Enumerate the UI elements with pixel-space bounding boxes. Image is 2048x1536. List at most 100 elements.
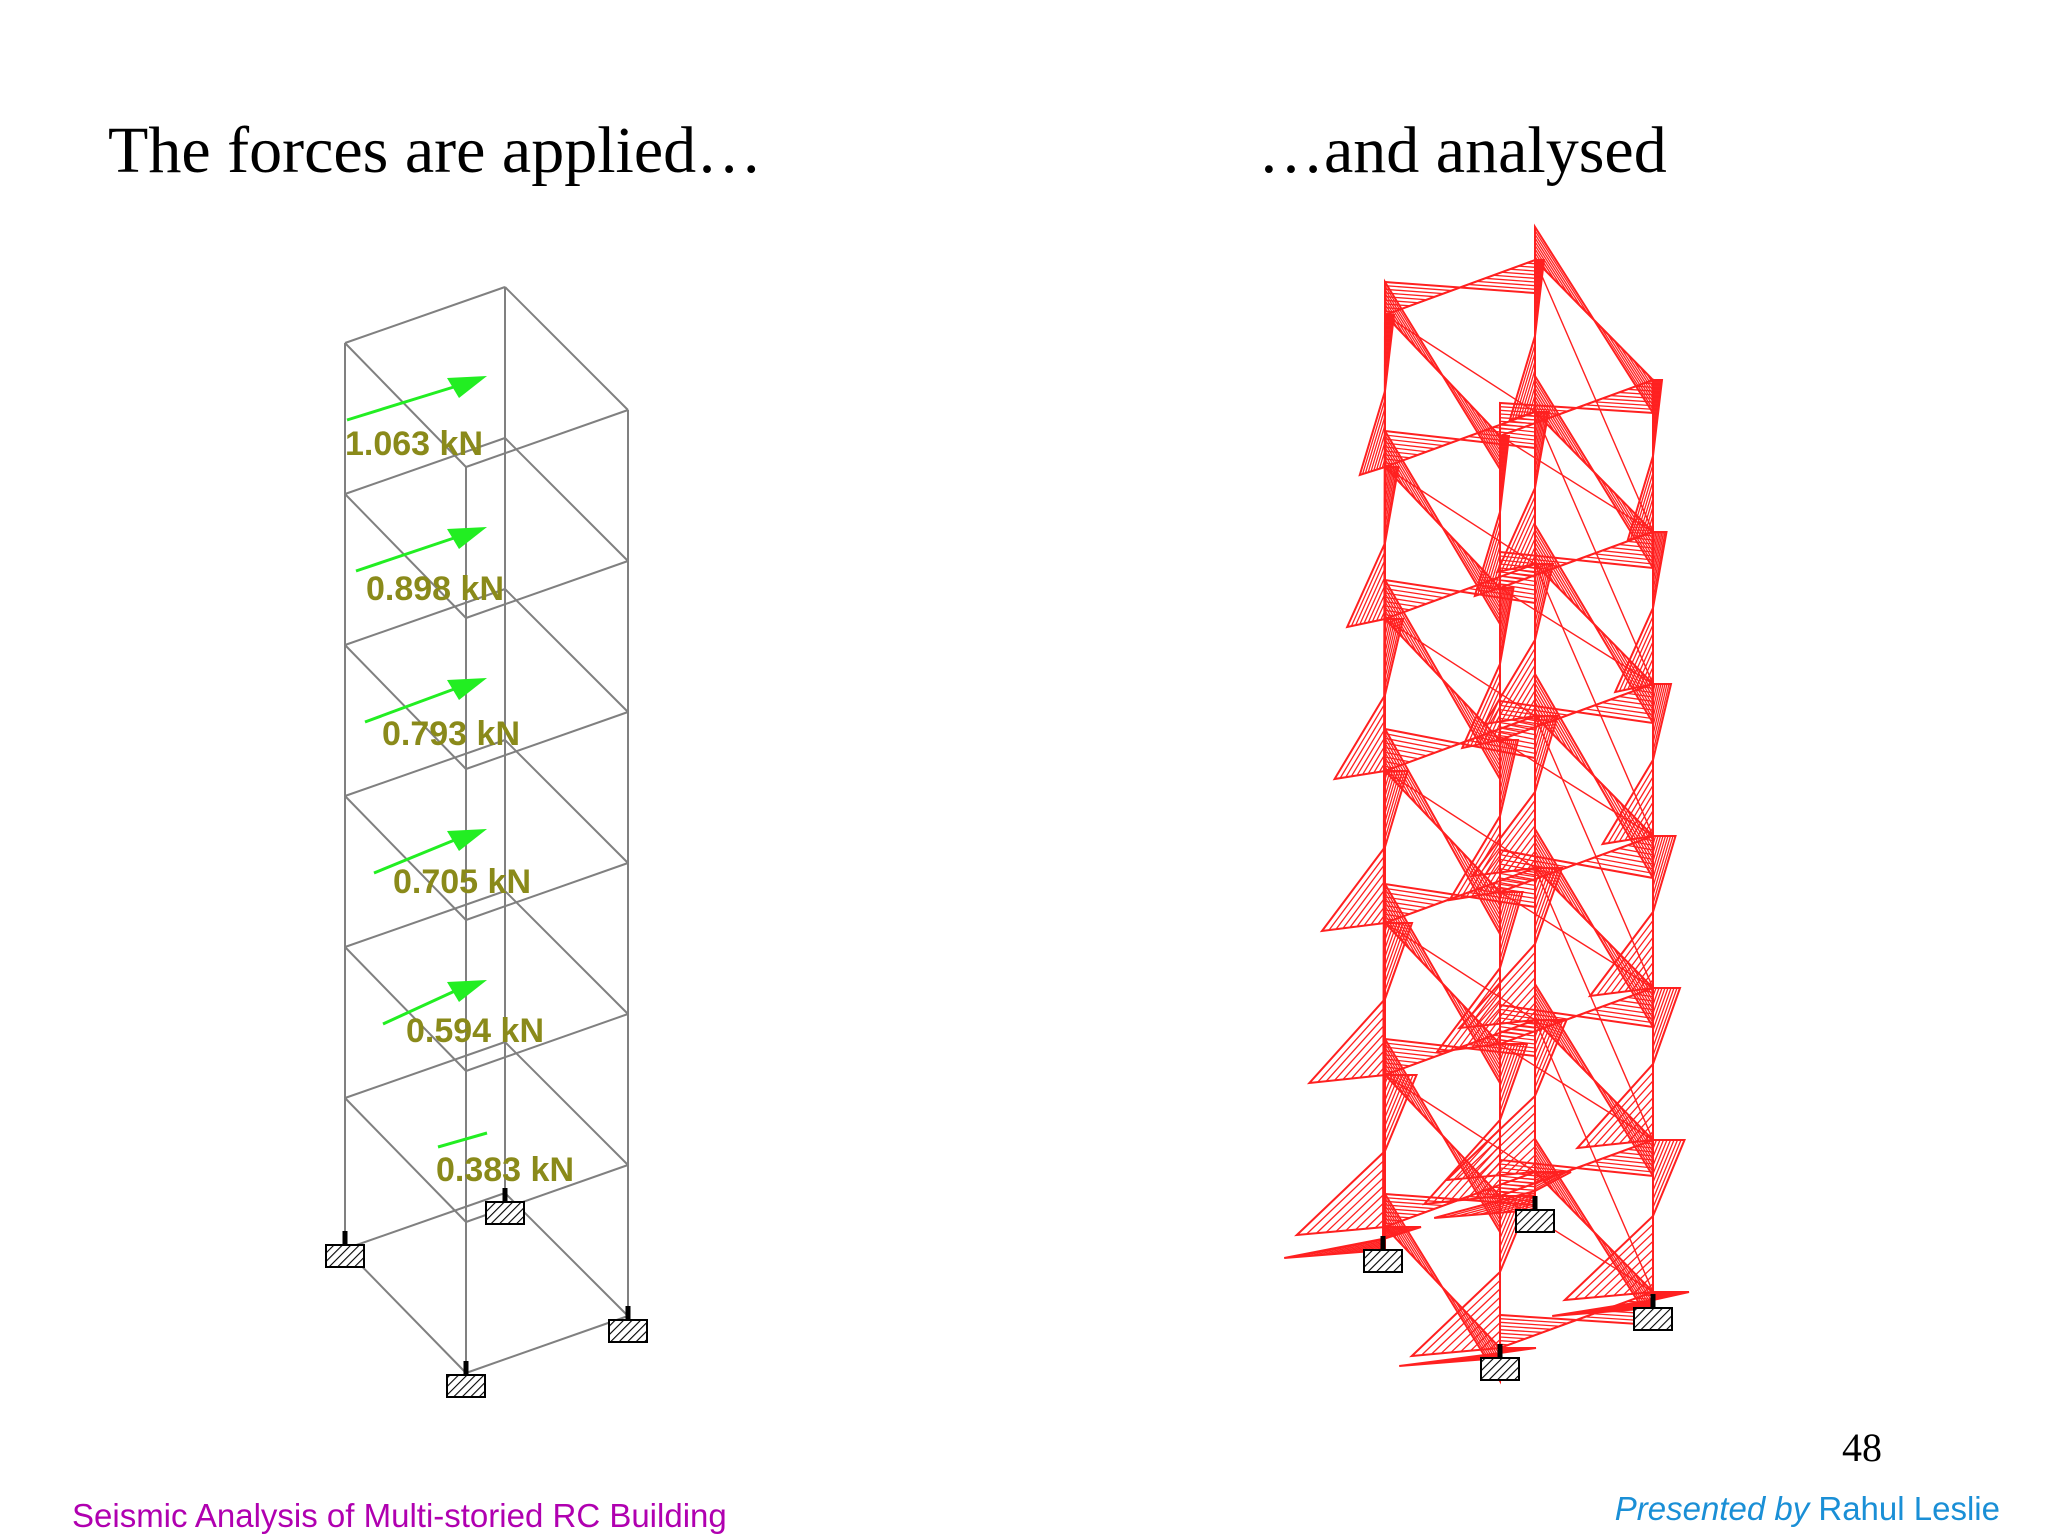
moment-triangle [1534, 980, 1595, 1081]
moment-triangle [1572, 834, 1654, 880]
moment-triangle [1499, 435, 1511, 513]
force-arrow-icon [364, 678, 487, 724]
frame-beam [344, 795, 467, 921]
fixed-support-icon [1633, 1294, 1673, 1331]
frame-beam [465, 711, 629, 770]
moment-triangle [1652, 531, 1668, 609]
force-label: 0.793 kN [382, 715, 520, 753]
heading-analysed: …and analysed [1258, 114, 1667, 187]
footer-presenter-name: Rahul Leslie [1818, 1490, 2000, 1527]
frame-beam [344, 1248, 467, 1374]
frame-beam [344, 1192, 506, 1250]
moment-triangle [1576, 530, 1654, 570]
frame-beam [504, 588, 629, 713]
frame-beam [344, 1097, 467, 1223]
moment-triangle [1456, 714, 1536, 760]
left-force-arrows [346, 376, 488, 1149]
moment-triangle [1459, 410, 1536, 450]
moment-triangle [1499, 1347, 1537, 1355]
frame-beam [465, 862, 629, 921]
moment-diagonal [1534, 563, 1654, 837]
frame-beam [344, 1041, 506, 1099]
moment-triangle [1384, 1035, 1444, 1137]
left-force-labels: 1.063 kN0.898 kN0.793 kN0.705 kN0.594 kN… [345, 425, 574, 1189]
moment-triangle [1294, 1148, 1386, 1237]
force-arrow-icon [355, 527, 487, 573]
frame-beam [504, 437, 629, 562]
force-label: 0.594 kN [406, 1012, 544, 1050]
frame-beam [344, 286, 506, 344]
force-label: 0.705 kN [393, 863, 531, 901]
moment-triangle [1534, 223, 1595, 321]
moment-diagonal [1499, 435, 1654, 533]
frame-beam [344, 437, 506, 495]
moment-triangle [1534, 259, 1546, 337]
moment-triangle [1441, 374, 1501, 473]
force-arrow-icon [437, 1131, 488, 1149]
right-moment-diagram [1284, 223, 1690, 1385]
moment-triangle [1562, 1213, 1654, 1302]
frame-beam [344, 890, 506, 948]
frame-beam [504, 1041, 629, 1166]
force-arrow-icon [373, 829, 487, 875]
moment-triangle [1576, 378, 1654, 415]
frame-beam [344, 493, 467, 619]
moment-triangle [1576, 682, 1654, 725]
moment-triangle [1358, 390, 1386, 477]
moment-triangle [1534, 1019, 1568, 1097]
frame-beam [465, 409, 629, 468]
force-arrow-icon [346, 376, 487, 422]
frame-beam [344, 588, 506, 646]
moment-triangle [1459, 1170, 1536, 1207]
frame-beam [504, 890, 629, 1015]
moment-triangle [1534, 1135, 1595, 1233]
moment-triangle [1652, 1139, 1686, 1217]
moment-triangle [1456, 941, 1536, 1030]
moment-triangle [1345, 542, 1386, 629]
moment-triangle [1499, 1313, 1577, 1350]
moment-diagonal [1534, 1019, 1654, 1293]
moment-triangle [1441, 1134, 1501, 1236]
moment-triangle [1409, 1269, 1501, 1358]
moment-triangle [1332, 691, 1386, 781]
moment-diagonal [1534, 259, 1654, 533]
frame-beam [504, 1192, 629, 1317]
moment-triangle [1534, 563, 1555, 641]
moment-triangle [1459, 866, 1536, 909]
footer-presenter: Presented by Rahul Leslie [1615, 1492, 2000, 1525]
right-supports [1363, 1196, 1673, 1381]
moment-triangle [1441, 678, 1501, 783]
moment-diagonal [1534, 715, 1654, 989]
moment-diagonal [1499, 1043, 1654, 1141]
moment-triangle [1652, 379, 1664, 457]
moment-triangle [1421, 1117, 1501, 1206]
fixed-support-icon [485, 1188, 525, 1225]
frame-beam [465, 1315, 629, 1374]
moment-triangle [1384, 427, 1444, 529]
page-number: 48 [1842, 1425, 1882, 1470]
fixed-support-icon [1363, 1236, 1403, 1273]
moment-triangle [1306, 996, 1386, 1085]
moment-triangle [1652, 987, 1682, 1065]
moment-triangle [1652, 835, 1677, 913]
moment-triangle [1459, 258, 1536, 295]
footer-presented-by: Presented by [1614, 1490, 1810, 1527]
moment-triangle [1534, 521, 1595, 625]
moment-triangle [1600, 756, 1654, 846]
moment-diagonal [1534, 867, 1654, 1141]
moment-triangle [1459, 562, 1536, 605]
moment-triangle [1459, 1018, 1536, 1058]
moment-triangle [1534, 825, 1595, 929]
force-label: 1.063 kN [345, 425, 483, 463]
moment-triangle [1441, 982, 1501, 1087]
moment-triangle [1384, 1190, 1444, 1289]
moment-triangle [1534, 670, 1595, 777]
moment-triangle [1652, 1291, 1690, 1302]
moment-triangle [1576, 1138, 1654, 1178]
moment-diagonal [1534, 411, 1654, 685]
force-label: 0.383 kN [436, 1151, 574, 1189]
moment-triangle [1652, 683, 1673, 761]
fixed-support-icon [1515, 1196, 1555, 1233]
moment-diagonal [1384, 466, 1536, 565]
moment-triangle [1384, 725, 1444, 833]
